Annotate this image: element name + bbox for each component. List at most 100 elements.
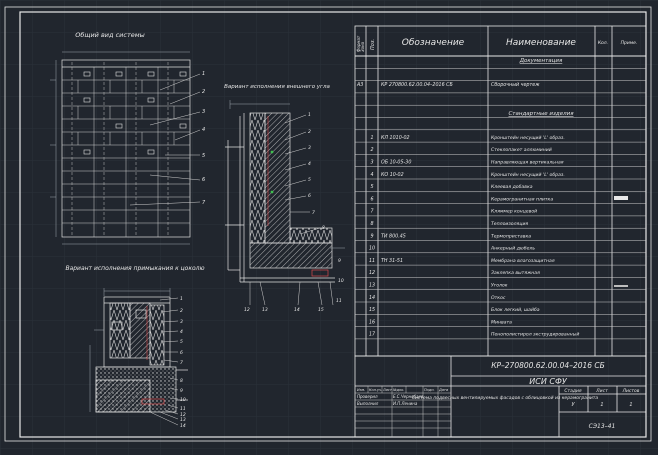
spec-cell-name: Теплоизоляция xyxy=(491,221,528,227)
spec-cell-pos: 15 xyxy=(369,307,375,313)
corner-callouts: 1 2 3 4 5 6 7 8 9 10 11 12 13 14 15 xyxy=(244,112,344,313)
callout-plinth: 12 xyxy=(180,412,186,418)
spec-cell-pos: 2 xyxy=(370,147,373,153)
spec-cell-name: Кронштейн несущий 'L' образ. xyxy=(491,135,565,141)
callout-corner: 1 xyxy=(308,112,311,118)
spec-cell-pos: 5 xyxy=(370,184,373,190)
spec-cell-name: Стеклопакет аллюминий xyxy=(491,147,552,153)
plinth-detail xyxy=(89,288,188,426)
spec-cell-pos: 4 xyxy=(370,172,373,178)
callout-corner: 3 xyxy=(308,145,311,151)
callout-facade: 1 xyxy=(202,71,205,77)
plinth-callouts: 1 2 3 4 5 6 7 8 9 10 11 12 13 14 xyxy=(180,296,186,429)
doc-designation: КР 270800.62.00.04–2016 СБ xyxy=(381,82,454,88)
section-standard-products: Стандартные изделия xyxy=(508,111,574,117)
callout-corner: 6 xyxy=(308,193,311,199)
doc-name: Сборочный чертеж xyxy=(491,82,540,88)
stage-label: Стадия xyxy=(564,388,582,394)
callout-corner: 9 xyxy=(338,258,341,264)
role-done: Выполнил xyxy=(357,401,379,406)
description: Система подвесных вентилируемых фасадов … xyxy=(412,395,599,401)
spec-cell-designation: ОБ 10-05-30 xyxy=(381,160,411,166)
callout-corner: 2 xyxy=(308,129,311,135)
spec-cell-designation: КЛ 1010-02 xyxy=(381,135,410,141)
callout-corner: 14 xyxy=(294,307,300,313)
header-format: Формат xyxy=(356,35,361,52)
name-checked: Е.С.Чернобаев xyxy=(393,394,424,399)
staff-header: Дата xyxy=(438,388,448,392)
spec-row-lines xyxy=(355,68,646,340)
spec-cell-name: Мембрана влагозащитная xyxy=(491,258,555,264)
spec-cell-name: Откос xyxy=(491,295,506,301)
spec-cell-name: Термоприставка xyxy=(491,233,531,239)
sheet-value: 1 xyxy=(600,402,603,408)
header-note: Приме. xyxy=(621,40,638,46)
spec-cell-designation: ТИ 800.45 xyxy=(381,233,406,239)
stage-value: У xyxy=(571,402,575,408)
spec-table-grid xyxy=(354,25,647,357)
title-block: КР–270800.62.00.04–2016 СБ ИСИ СФУ Систе… xyxy=(357,361,640,430)
spec-rows: 1 КЛ 1010-02 Кронштейн несущий 'L' образ. 2… xyxy=(369,135,579,338)
header-designation: Обозначение xyxy=(402,38,465,48)
callout-facade: 2 xyxy=(202,89,205,95)
callout-facade: 4 xyxy=(202,127,205,133)
staff-header: Кол.уч. xyxy=(369,388,382,392)
section-documentation: Документация xyxy=(519,58,563,64)
spec-cell-pos: 3 xyxy=(370,160,373,166)
corner-detail xyxy=(225,100,345,306)
spec-cell-pos: 13 xyxy=(369,283,375,289)
group-code: СЭ13–41 xyxy=(589,423,616,430)
callout-plinth: 7 xyxy=(180,360,183,366)
callout-plinth: 8 xyxy=(180,378,183,384)
header-name: Наименование xyxy=(506,38,576,48)
spec-cell-pos: 8 xyxy=(370,221,373,227)
callout-corner: 11 xyxy=(336,298,342,304)
facade-callouts: 1 2 3 4 5 6 7 xyxy=(202,71,206,206)
spec-cell-pos: 16 xyxy=(369,319,375,325)
spec-cell-name: Пенополистирол экструдированный xyxy=(491,332,579,338)
callout-corner: 10 xyxy=(338,278,344,284)
callout-plinth: 2 xyxy=(180,308,183,314)
spec-cell-name: Керамогранитная плитка xyxy=(491,196,553,202)
spec-cell-pos: 10 xyxy=(369,246,375,252)
name-done: И.П.Ленина xyxy=(393,401,418,406)
spec-cell-name: Анкерный дюбель xyxy=(490,246,535,252)
callout-plinth: 3 xyxy=(180,319,183,325)
spec-cell-pos: 11 xyxy=(369,258,375,264)
facade-elevation xyxy=(50,51,201,245)
staff-header: Изм. xyxy=(357,388,365,392)
spec-cell-pos: 17 xyxy=(369,332,375,338)
callout-plinth: 1 xyxy=(180,296,183,302)
callout-plinth: 9 xyxy=(180,388,183,394)
spec-cell-name: Заклепка вытяжная xyxy=(491,270,540,276)
callout-corner: 12 xyxy=(244,307,250,313)
header-qty: Кол. xyxy=(598,40,608,46)
spec-cell-name: Блок легкий, шайба xyxy=(491,307,540,313)
callout-corner: 15 xyxy=(318,307,324,313)
header-zone: Зона xyxy=(360,41,365,52)
description-text: Система подвесных вентилируемых фасадов … xyxy=(412,395,599,401)
doc-code: КР–270800.62.00.04–2016 СБ xyxy=(491,361,605,370)
spec-cell-name: Кляммер концевой xyxy=(491,209,537,215)
header-pos: Поз. xyxy=(370,39,376,50)
callout-plinth: 6 xyxy=(180,350,183,356)
note-marker xyxy=(614,196,628,287)
staff-header: Подп. xyxy=(424,388,435,392)
callout-corner: 13 xyxy=(262,307,268,313)
callout-facade: 7 xyxy=(202,200,206,206)
spec-cell-pos: 1 xyxy=(370,135,373,141)
callout-plinth: 4 xyxy=(180,329,183,335)
callout-facade: 3 xyxy=(202,109,205,115)
spec-cell-name: Минвата xyxy=(491,319,512,325)
callout-plinth: 5 xyxy=(180,339,183,345)
view-title-plinth: Вариант исполнения примыкания к цоколю xyxy=(65,265,204,272)
spec-doc-row: А3 КР 270800.62.00.04–2016 СБ Сборочный … xyxy=(356,82,540,88)
view-title-general: Общий вид системы xyxy=(75,31,145,39)
spec-cell-designation: КО 10-02 xyxy=(381,172,404,178)
callout-corner: 4 xyxy=(308,161,311,167)
callout-plinth: 11 xyxy=(180,406,186,412)
doc-format: А3 xyxy=(356,82,363,88)
callout-corner: 7 xyxy=(312,210,315,216)
sheet-label: Лист xyxy=(595,388,608,394)
